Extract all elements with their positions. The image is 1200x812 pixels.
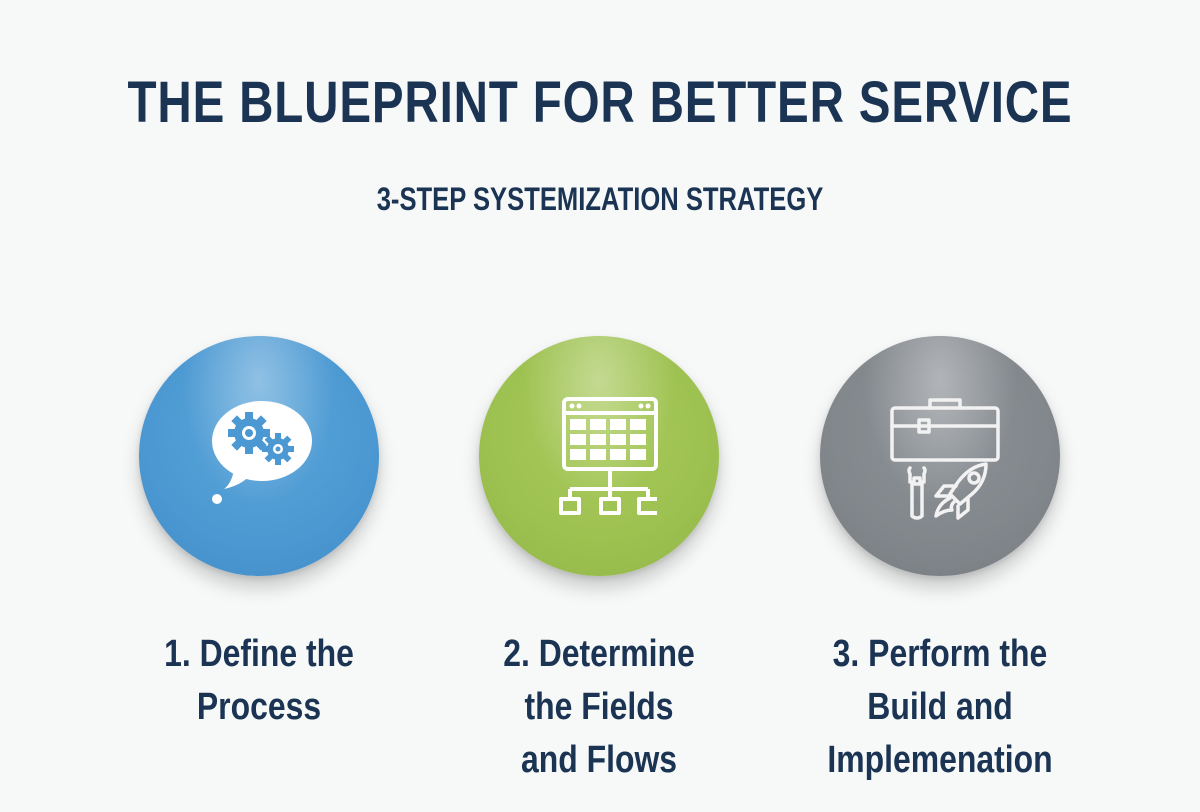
- step-1: 1. Define the Process: [89, 336, 429, 734]
- step-1-circle: [139, 336, 379, 576]
- step-2-label: 2. Determine the Fields and Flows: [456, 628, 742, 787]
- step-3-label-line: Build and: [867, 686, 1013, 728]
- page-subtitle: 3-STEP SYSTEMIZATION STRATEGY: [376, 181, 824, 217]
- gears-thought-bubble-icon: [212, 401, 312, 504]
- step-3-circle: [820, 336, 1060, 576]
- page-title: THE BLUEPRINT FOR BETTER SERVICE: [127, 70, 1073, 135]
- step-1-label: 1. Define the Process: [116, 628, 402, 734]
- step-2-label-line: the Fields: [524, 686, 674, 728]
- step-3-label-line: Implemenation: [827, 739, 1053, 781]
- step-1-label-line: 1. Define the: [164, 633, 354, 675]
- toolbox-wrench-rocket-icon: [890, 398, 1000, 520]
- step-2: 2. Determine the Fields and Flows: [429, 336, 769, 787]
- step-3-label-line: 3. Perform the: [832, 633, 1048, 675]
- table-flowchart-icon: [559, 397, 658, 515]
- step-3-label: 3. Perform the Build and Implemenation: [797, 628, 1083, 787]
- step-1-label-line: Process: [196, 686, 322, 728]
- step-2-label-line: 2. Determine: [503, 633, 695, 675]
- step-3: 3. Perform the Build and Implemenation: [770, 336, 1110, 787]
- step-2-label-line: and Flows: [520, 739, 678, 781]
- step-2-circle: [479, 336, 719, 576]
